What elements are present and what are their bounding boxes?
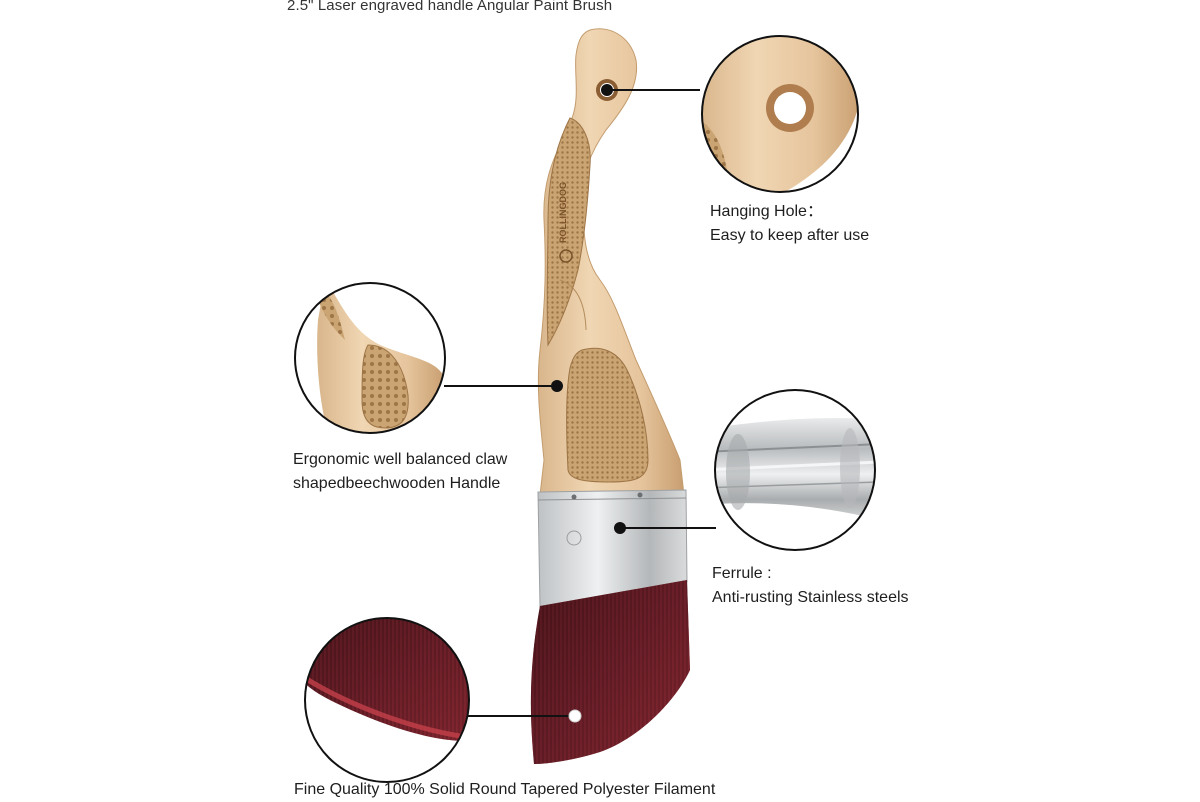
zoom-circle-ferrule (714, 389, 876, 551)
callout-ferrule: Ferrule : Anti-rusting Stainless steels (712, 562, 909, 610)
handle-brand-mark: ROLLINGDOG (558, 182, 568, 243)
hanging-hole-marker (601, 84, 613, 96)
brush-handle: ROLLINGDOG (537, 28, 685, 496)
callout-ferrule-desc: Anti-rusting Stainless steels (712, 589, 909, 606)
product-title: 2.5" Laser engraved handle Angular Paint… (287, 0, 613, 14)
callout-handle-line2: shapedbeechwooden Handle (293, 475, 501, 492)
filament-marker (568, 709, 582, 723)
callout-filament: Fine Quality 100% Solid Round Tapered Po… (294, 778, 715, 802)
zoom-circle-handle (294, 282, 446, 434)
ferrule-marker (614, 522, 626, 534)
callout-hanging-hole-desc: Easy to keep after use (710, 227, 870, 244)
brush-bristles (530, 580, 690, 764)
zoom-circle-filament (304, 617, 470, 783)
callout-filament-text: Fine Quality 100% Solid Round Tapered Po… (294, 781, 716, 798)
callout-handle: Ergonomic well balanced claw shapedbeech… (293, 448, 507, 496)
callout-ferrule-title: Ferrule : (712, 565, 772, 582)
zoom-circle-hanging-hole (701, 35, 859, 193)
handle-marker (551, 380, 563, 392)
callout-handle-line1: Ergonomic well balanced claw (293, 451, 508, 468)
callout-hanging-hole: Hanging Hole： Easy to keep after use (710, 200, 869, 248)
callout-connectors (444, 84, 716, 723)
callout-hanging-hole-title: Hanging Hole： (710, 203, 823, 220)
